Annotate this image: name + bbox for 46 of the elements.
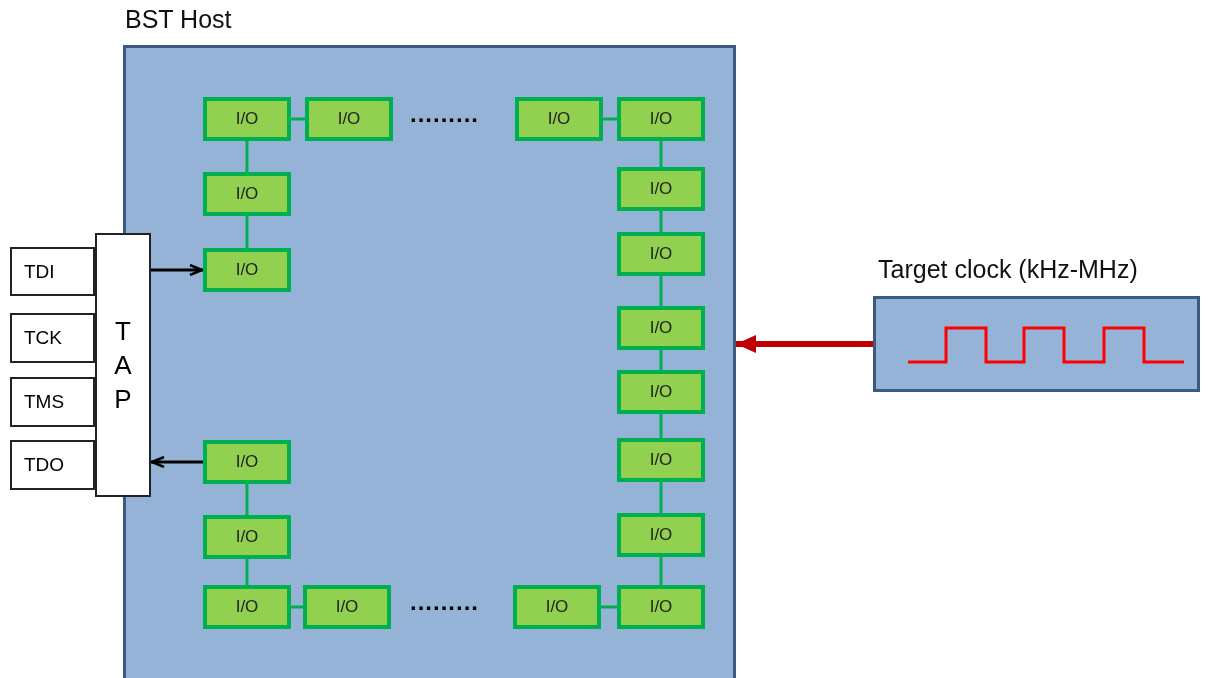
- signal-box: TDO: [10, 440, 95, 490]
- connector-line: [291, 117, 305, 121]
- io-cell: I/O: [617, 438, 705, 482]
- connector-line: [659, 414, 663, 438]
- io-cell: I/O: [617, 232, 705, 276]
- connector-line: [601, 605, 617, 609]
- io-cell: I/O: [203, 248, 291, 292]
- chip-title: BST Host: [125, 5, 232, 34]
- connector-line: [659, 141, 663, 167]
- io-cell: I/O: [203, 585, 291, 629]
- connector-line: [603, 117, 617, 121]
- connector-line: [245, 141, 249, 172]
- signal-box: TDI: [10, 247, 95, 296]
- clock-title: Target clock (kHz-MHz): [878, 255, 1138, 284]
- signal-box: TCK: [10, 313, 95, 363]
- io-cell: I/O: [617, 306, 705, 350]
- io-cell: I/O: [617, 97, 705, 141]
- tap-label: TAP: [114, 315, 132, 416]
- connector-line: [245, 559, 249, 585]
- ellipsis-dots: .........: [410, 100, 479, 128]
- io-cell: I/O: [617, 513, 705, 557]
- io-cell: I/O: [203, 97, 291, 141]
- arrow: [150, 455, 203, 469]
- arrow: [736, 335, 873, 353]
- connector-line: [659, 276, 663, 306]
- connector-line: [659, 482, 663, 513]
- io-cell: I/O: [203, 440, 291, 484]
- connector-line: [245, 484, 249, 515]
- io-cell: I/O: [303, 585, 391, 629]
- io-cell: I/O: [617, 167, 705, 211]
- connector-line: [659, 557, 663, 585]
- io-cell: I/O: [617, 585, 705, 629]
- connector-line: [245, 216, 249, 248]
- io-cell: I/O: [305, 97, 393, 141]
- signal-box: TMS: [10, 377, 95, 427]
- arrow: [151, 263, 204, 277]
- io-cell: I/O: [617, 370, 705, 414]
- io-cell: I/O: [513, 585, 601, 629]
- io-cell: I/O: [203, 515, 291, 559]
- connector-line: [659, 211, 663, 232]
- connector-line: [659, 350, 663, 370]
- tap-box: [95, 233, 151, 497]
- ellipsis-dots: .........: [410, 588, 479, 616]
- connector-line: [291, 605, 303, 609]
- io-cell: I/O: [515, 97, 603, 141]
- io-cell: I/O: [203, 172, 291, 216]
